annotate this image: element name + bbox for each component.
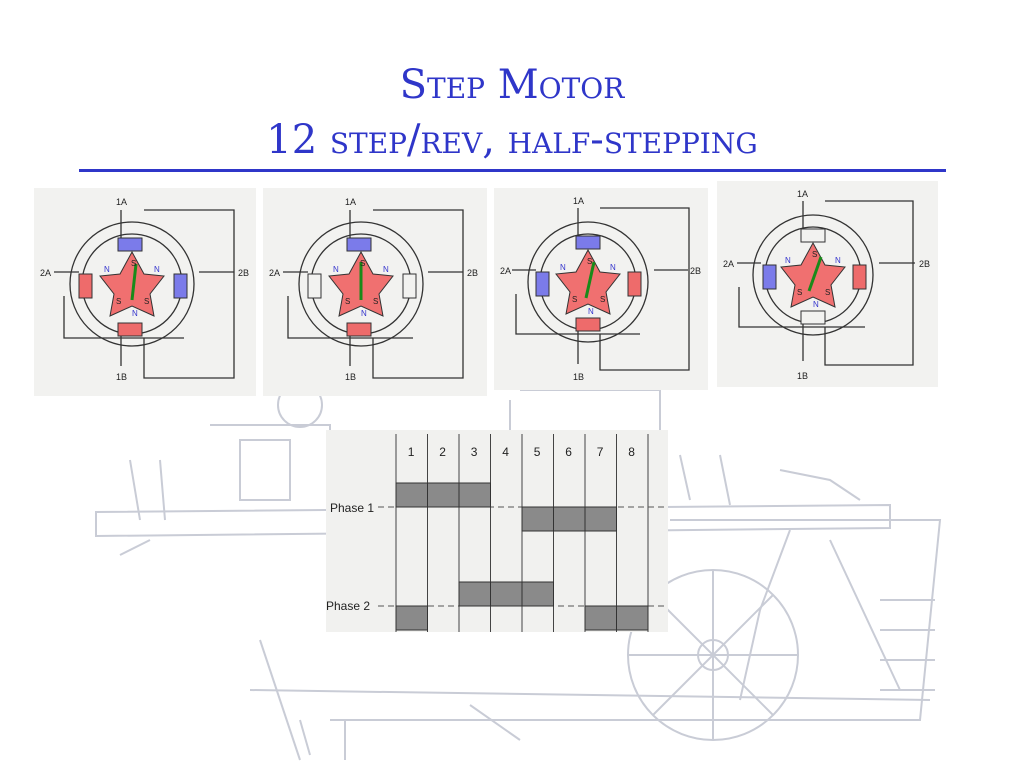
stator-pole-label: N bbox=[132, 309, 138, 318]
motor-panel-2: 1A 1B 2A 2B S S S N N N bbox=[263, 188, 487, 396]
phase1-segment bbox=[395, 482, 428, 508]
stator-pole-label: N bbox=[813, 300, 819, 309]
phase2-segment bbox=[490, 581, 523, 607]
label-2b: 2B bbox=[238, 268, 249, 278]
timing-diagram: 1 2 3 4 5 6 7 8 Phase 1 Phase 2 bbox=[326, 430, 668, 632]
rotor-pole-label: S bbox=[345, 297, 350, 306]
stator-pole-label: N bbox=[610, 263, 616, 272]
phase2-segment bbox=[584, 605, 617, 631]
label-1b: 1B bbox=[797, 371, 808, 381]
phase2-label: Phase 2 bbox=[326, 599, 370, 613]
rotor-pole-label: S bbox=[360, 259, 365, 268]
stator-pole-label: N bbox=[560, 263, 566, 272]
stator-pole-label: N bbox=[785, 256, 791, 265]
stator-pole-label: N bbox=[154, 265, 160, 274]
label-2a: 2A bbox=[723, 259, 734, 269]
stator-pole-label: N bbox=[333, 265, 339, 274]
label-2b: 2B bbox=[690, 266, 701, 276]
label-1a: 1A bbox=[345, 197, 356, 207]
step-number: 6 bbox=[565, 445, 572, 459]
label-2a: 2A bbox=[500, 266, 511, 276]
rotor-pole-label: S bbox=[797, 288, 802, 297]
phase2-segment bbox=[395, 605, 428, 631]
stator-pole-label: N bbox=[835, 256, 841, 265]
motor-diagram: 1A 1B 2A 2B S S S N N N bbox=[500, 196, 701, 382]
motor-diagram: 1A 1B 2A 2B S S S N N N bbox=[269, 197, 478, 382]
phase1-label: Phase 1 bbox=[330, 501, 374, 515]
label-2a: 2A bbox=[269, 268, 280, 278]
phase1-segment bbox=[427, 482, 460, 508]
slide-subtitle: 12 step/rev, half-stepping bbox=[266, 117, 758, 163]
title-underline bbox=[79, 169, 946, 172]
step-number: 8 bbox=[628, 445, 635, 459]
phase2-segment bbox=[458, 581, 491, 607]
label-1a: 1A bbox=[573, 196, 584, 206]
step-number: 3 bbox=[471, 445, 478, 459]
label-1a: 1A bbox=[797, 189, 808, 199]
rotor-pole-label: S bbox=[825, 288, 830, 297]
rotor-pole-label: S bbox=[587, 257, 592, 266]
label-1b: 1B bbox=[345, 372, 356, 382]
motor-diagram: 1A 1B 2A 2B S S S N N N bbox=[723, 189, 930, 381]
label-1b: 1B bbox=[116, 372, 127, 382]
stator-pole-label: N bbox=[383, 265, 389, 274]
rotor-pole-label: S bbox=[572, 295, 577, 304]
label-2b: 2B bbox=[467, 268, 478, 278]
label-1a: 1A bbox=[116, 197, 127, 207]
rotor-pole-label: S bbox=[812, 250, 817, 259]
step-number: 4 bbox=[502, 445, 509, 459]
phase2-segment bbox=[521, 581, 554, 607]
rotor-pole-label: S bbox=[116, 297, 121, 306]
label-2b: 2B bbox=[919, 259, 930, 269]
phase1-segment bbox=[584, 506, 617, 532]
motor-panel-1: 1A 1B 2A 2B S S S N N N bbox=[34, 188, 256, 396]
step-number: 1 bbox=[408, 445, 415, 459]
phase1-segment bbox=[458, 482, 491, 508]
phase1-segment bbox=[553, 506, 586, 532]
step-number: 2 bbox=[439, 445, 446, 459]
label-2a: 2A bbox=[40, 268, 51, 278]
motor-panel-3: 1A 1B 2A 2B S S S N N N bbox=[494, 188, 708, 390]
motor-diagram: 1A 1B 2A 2B S S S N N N bbox=[40, 197, 249, 382]
stator-pole-label: N bbox=[588, 307, 594, 316]
rotor-pole-label: S bbox=[600, 295, 605, 304]
motor-panel-4: 1A 1B 2A 2B S S S N N N bbox=[717, 181, 938, 387]
slide-title: Step Motor bbox=[399, 62, 625, 108]
stator-pole-label: N bbox=[361, 309, 367, 318]
timing-diagram-svg: 1 2 3 4 5 6 7 8 Phase 1 Phase 2 bbox=[326, 434, 668, 632]
phase2-segment bbox=[616, 605, 649, 631]
rotor-pole-label: S bbox=[373, 297, 378, 306]
phase1-segment bbox=[521, 506, 554, 532]
step-number: 5 bbox=[534, 445, 541, 459]
stator-pole-label: N bbox=[104, 265, 110, 274]
rotor-pole-label: S bbox=[144, 297, 149, 306]
step-number: 7 bbox=[597, 445, 604, 459]
rotor-pole-label: S bbox=[131, 259, 136, 268]
label-1b: 1B bbox=[573, 372, 584, 382]
